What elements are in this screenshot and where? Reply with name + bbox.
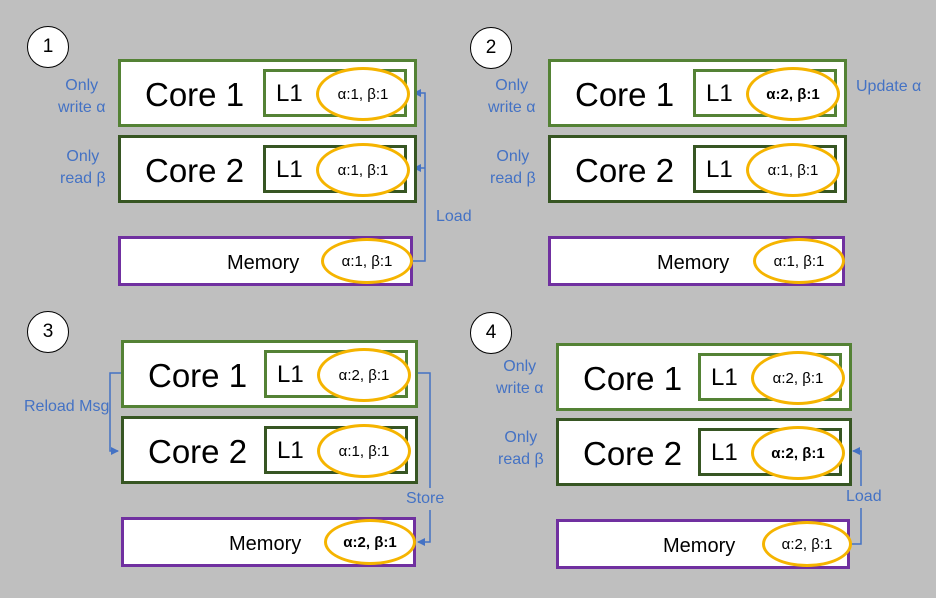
core1-label: Core 1	[575, 76, 675, 113]
core2-l1-values: α:1, β:1	[317, 424, 411, 478]
core2-l1-values: α:1, β:1	[316, 143, 410, 197]
core2-label: Core 2	[145, 152, 245, 189]
reload-msg-label: Reload Msg	[24, 396, 110, 418]
load-label: Load	[436, 208, 472, 225]
core1-label: Core 1	[583, 360, 683, 397]
core2-box: Core 2 L1 α:1, β:1	[118, 135, 417, 203]
l1-label: L1	[276, 80, 303, 107]
store-arrow	[415, 372, 431, 546]
step-3-badge: 3	[27, 311, 69, 353]
l1-label: L1	[276, 156, 303, 183]
step-1-badge: 1	[27, 26, 69, 68]
memory-label: Memory	[657, 252, 730, 274]
core2-l1-values: α:1, β:1	[746, 143, 840, 197]
step-4-badge: 4	[470, 312, 512, 354]
load-arrow-core1	[409, 89, 426, 262]
update-note: Update α	[856, 78, 922, 95]
memory-box: Memory α:1, β:1	[118, 236, 413, 286]
core1-l1-values: α:2, β:1	[317, 348, 411, 402]
core1-box: Core 1 L1 α:1, β:1	[118, 59, 417, 127]
memory-box: Memory α:2, β:1	[556, 519, 852, 569]
core1-box: Core 1 L1 α:2, β:1	[121, 340, 418, 408]
memory-values: α:1, β:1	[753, 238, 845, 284]
store-label: Store	[406, 488, 445, 510]
memory-values: α:2, β:1	[324, 519, 416, 565]
core2-box: Core 2 L1 α:2, β:1	[556, 418, 852, 486]
core2-l1-values: α:2, β:1	[751, 426, 845, 480]
load-label: Load	[846, 486, 882, 508]
memory-label: Memory	[229, 533, 302, 555]
core2-label: Core 2	[575, 152, 675, 189]
core1-box: Core 1 L1 α:2, β:1	[556, 343, 852, 411]
memory-values: α:2, β:1	[762, 521, 852, 567]
l1-label: L1	[706, 156, 733, 183]
l1-label: L1	[277, 361, 304, 388]
memory-box: Memory α:1, β:1	[548, 236, 845, 286]
core1-l1-values: α:2, β:1	[751, 351, 845, 405]
step-2-badge: 2	[470, 27, 512, 69]
core2-label: Core 2	[583, 435, 683, 472]
core1-box: Core 1 L1 α:2, β:1	[548, 59, 847, 127]
l1-label: L1	[711, 439, 738, 466]
core1-label: Core 1	[148, 357, 248, 394]
core2-box: Core 2 L1 α:1, β:1	[121, 416, 418, 484]
l1-label: L1	[277, 437, 304, 464]
reload-msg-arrow	[109, 372, 121, 455]
l1-label: L1	[711, 364, 738, 391]
core1-l1-values: α:2, β:1	[746, 67, 840, 121]
memory-box: Memory α:2, β:1	[121, 517, 416, 567]
memory-label: Memory	[227, 252, 300, 274]
core2-box: Core 2 L1 α:1, β:1	[548, 135, 847, 203]
core1-label: Core 1	[145, 76, 245, 113]
memory-values: α:1, β:1	[321, 238, 413, 284]
core2-label: Core 2	[148, 433, 248, 470]
l1-label: L1	[706, 80, 733, 107]
memory-label: Memory	[663, 535, 736, 557]
core1-l1-values: α:1, β:1	[316, 67, 410, 121]
